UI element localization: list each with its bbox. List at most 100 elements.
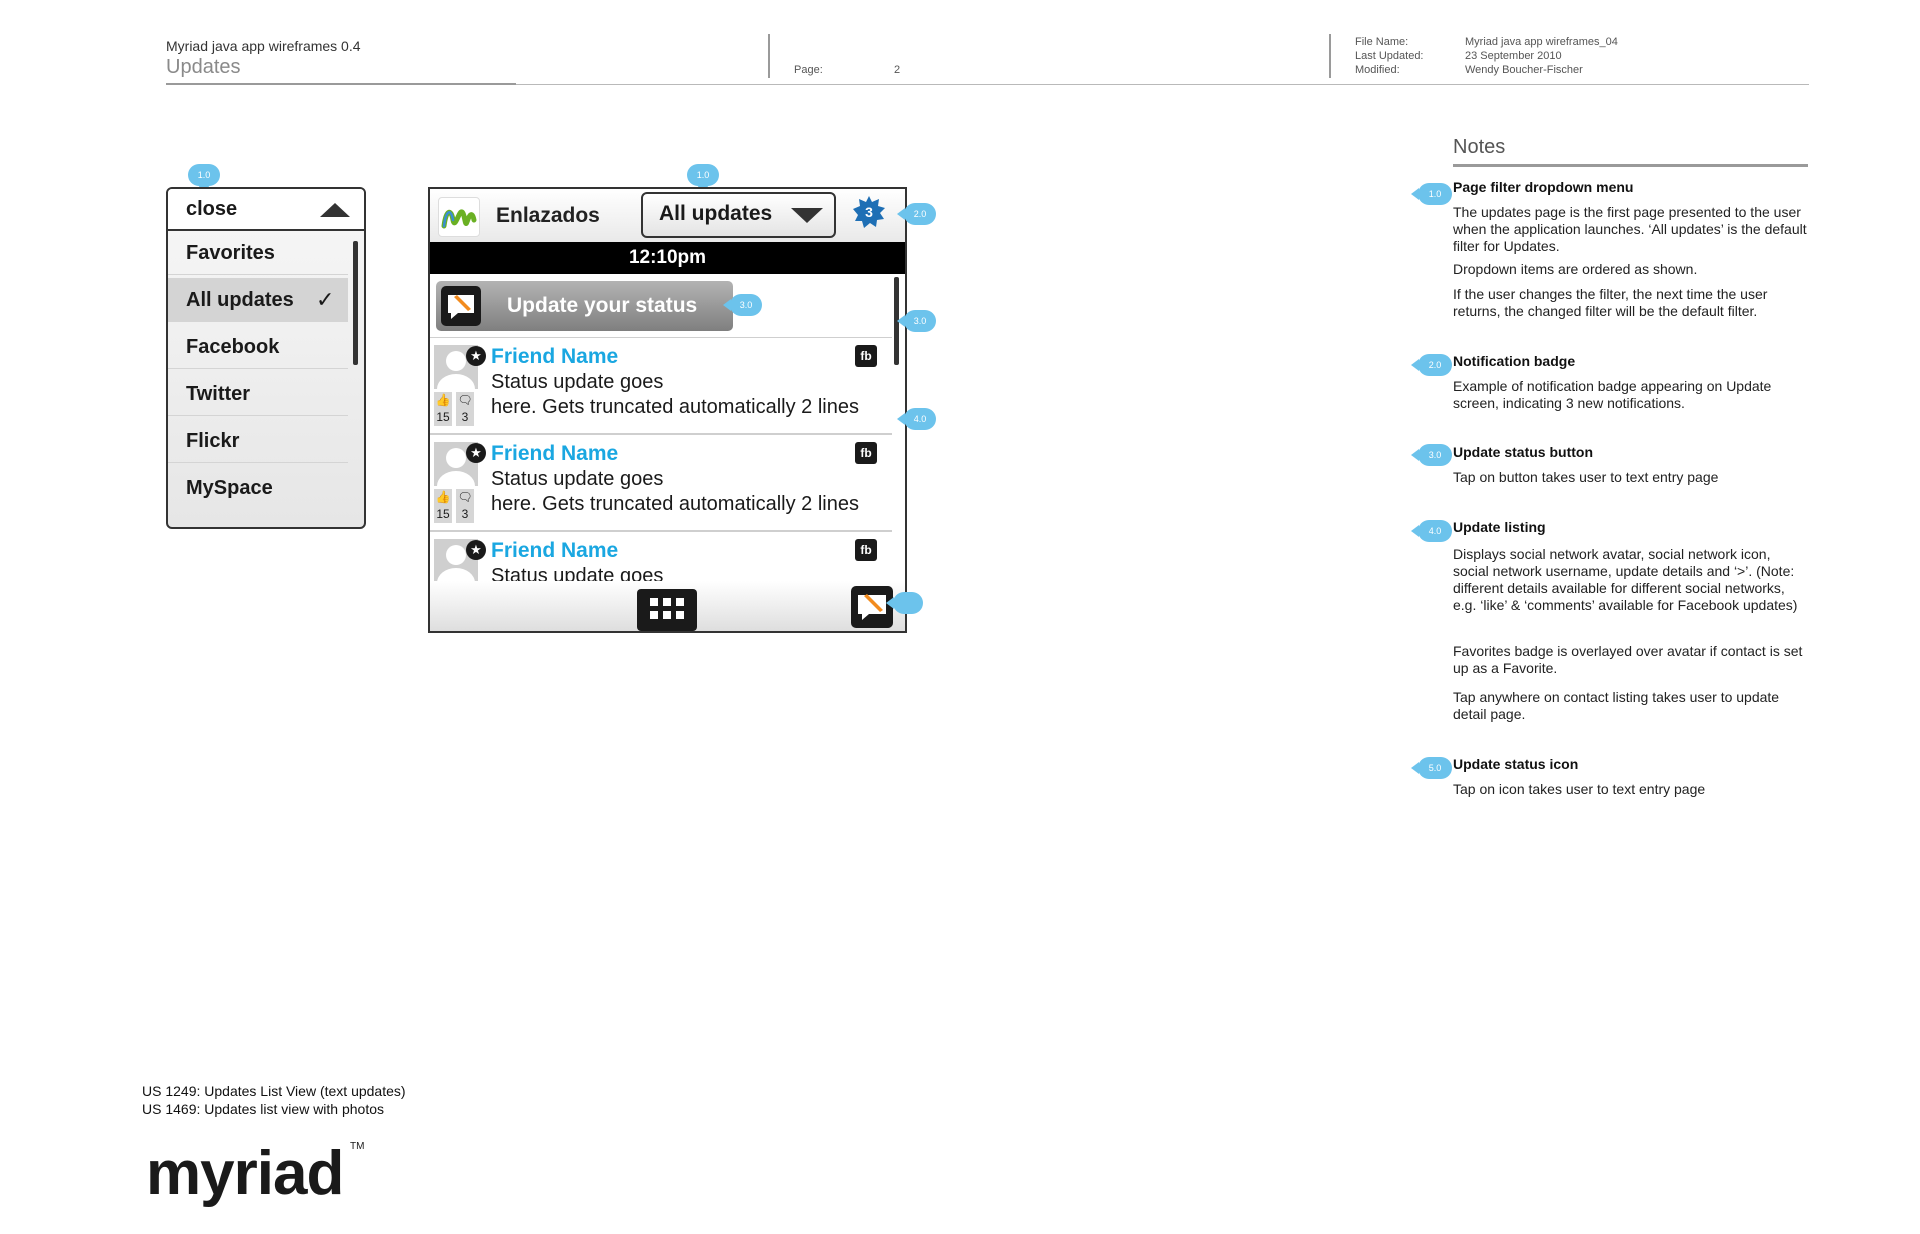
callout-marker: 1.0 xyxy=(188,164,220,193)
header-rule xyxy=(166,84,1809,85)
update-list-item[interactable]: ★ 👍 15 🗨 3 Friend Name Status update goe… xyxy=(430,435,892,532)
facebook-icon: fb xyxy=(855,442,877,464)
movistar-logo-icon xyxy=(438,197,480,237)
like-count[interactable]: 👍 15 xyxy=(434,392,452,426)
modified-label: Modified: xyxy=(1355,64,1400,76)
friend-name: Friend Name xyxy=(491,442,619,465)
clock-bar: 12:10pm xyxy=(430,242,905,274)
update-status-row: Update your status xyxy=(430,274,892,338)
callout-marker: 3.0 xyxy=(723,294,762,316)
file-name-value: Myriad java app wireframes_04 xyxy=(1465,36,1618,48)
star-icon: ★ xyxy=(466,346,486,366)
dropdown-item-facebook[interactable]: Facebook xyxy=(168,325,348,369)
friend-name: Friend Name xyxy=(491,345,619,368)
last-updated-label: Last Updated: xyxy=(1355,50,1424,62)
note-marker: 3.0 xyxy=(1411,444,1452,466)
callout-marker: 3.0 xyxy=(897,310,936,332)
trademark-mark: TM xyxy=(350,1141,365,1152)
callout-marker xyxy=(886,592,923,614)
notes-rule xyxy=(1453,164,1808,167)
note-heading: Page filter dropdown menu xyxy=(1453,179,1634,195)
dropdown-item-label: Facebook xyxy=(186,336,280,358)
facebook-icon: fb xyxy=(855,539,877,561)
note-heading: Notification badge xyxy=(1453,353,1576,369)
note-text: Tap anywhere on contact listing takes us… xyxy=(1453,689,1780,722)
dropdown-item-myspace[interactable]: MySpace xyxy=(168,466,348,510)
dropdown-item-twitter[interactable]: Twitter xyxy=(168,372,348,416)
collapse-arrow-icon xyxy=(320,203,350,217)
dropdown-item-label: Twitter xyxy=(186,383,251,405)
bottom-bar xyxy=(430,581,905,631)
note-text: Example of notification badge appearing … xyxy=(1453,378,1772,411)
star-icon: ★ xyxy=(466,540,486,560)
document-section-title: Updates xyxy=(166,56,241,78)
page-label: Page: xyxy=(794,64,823,76)
status-line: Status update goes xyxy=(491,468,664,490)
note-heading: Update listing xyxy=(1453,519,1546,535)
note-text: If the user changes the filter, the next… xyxy=(1453,286,1768,319)
note-marker: 2.0 xyxy=(1411,354,1452,376)
note-text: Tap on button takes user to text entry p… xyxy=(1453,469,1719,485)
thumbs-up-icon: 👍 xyxy=(435,393,451,407)
last-updated-value: 23 September 2010 xyxy=(1465,50,1562,62)
header-rule-accent xyxy=(166,83,516,85)
thumbs-up-icon: 👍 xyxy=(435,490,451,504)
facebook-icon: fb xyxy=(855,345,877,367)
update-status-button[interactable]: Update your status xyxy=(436,281,733,331)
friend-name: Friend Name xyxy=(491,539,619,562)
note-heading: Update status button xyxy=(1453,444,1593,460)
user-story-reference: US 1249: Updates List View (text updates… xyxy=(142,1083,406,1099)
top-bar: Enlazados All updates 3 xyxy=(430,189,905,242)
document-project-title: Myriad java app wireframes 0.4 xyxy=(166,38,361,54)
status-line: Status update goes xyxy=(491,565,664,581)
chevron-down-icon xyxy=(791,208,823,223)
note-text: The updates page is the first page prese… xyxy=(1453,204,1807,254)
speech-bubble-pencil-icon[interactable] xyxy=(850,585,894,629)
dropdown-scrollbar[interactable] xyxy=(353,241,358,365)
comment-icon: 🗨 xyxy=(457,393,473,407)
note-text: Favorites badge is overlayed over avatar… xyxy=(1453,643,1803,676)
grid-menu-icon[interactable] xyxy=(637,589,697,631)
status-line: here. Gets truncated automatically 2 lin… xyxy=(491,396,859,418)
callout-marker: 1.0 xyxy=(687,164,719,193)
file-name-label: File Name: xyxy=(1355,36,1409,48)
filter-dropdown[interactable]: All updates xyxy=(641,192,836,238)
dropdown-close-button[interactable]: close xyxy=(168,189,364,231)
dropdown-item-favorites[interactable]: Favorites xyxy=(168,231,348,275)
myriad-logo: myriad xyxy=(146,1139,344,1208)
note-text: Dropdown items are ordered as shown. xyxy=(1453,261,1698,277)
comment-count[interactable]: 🗨 3 xyxy=(456,392,474,426)
status-text: Status update goes here. Gets truncated … xyxy=(491,370,891,420)
status-line: Status update goes xyxy=(491,371,664,393)
dropdown-item-label: Favorites xyxy=(186,242,275,264)
header-divider xyxy=(768,34,770,78)
dropdown-item-flickr[interactable]: Flickr xyxy=(168,419,348,463)
checkmark-icon: ✓ xyxy=(316,287,335,312)
like-count-value: 15 xyxy=(436,410,450,424)
status-text: Status update goes here. Gets truncated … xyxy=(491,467,891,517)
comment-count[interactable]: 🗨 3 xyxy=(456,489,474,523)
note-text: Displays social network avatar, social n… xyxy=(1453,546,1798,613)
note-marker: 5.0 xyxy=(1411,757,1452,779)
filter-dropdown-value: All updates xyxy=(659,202,773,225)
callout-marker: 4.0 xyxy=(897,408,936,430)
notification-badge[interactable]: 3 xyxy=(852,195,886,229)
update-list-item[interactable]: ★ Friend Name Status update goes fb xyxy=(430,532,892,581)
update-list-item[interactable]: ★ 👍 15 🗨 3 Friend Name Status update goe… xyxy=(430,338,892,435)
note-marker: 1.0 xyxy=(1411,183,1452,205)
user-story-reference: US 1469: Updates list view with photos xyxy=(142,1101,385,1117)
status-text: Status update goes xyxy=(491,564,891,581)
update-status-label: Update your status xyxy=(507,294,698,317)
dropdown-item-label: Flickr xyxy=(186,430,240,452)
dropdown-item-label: MySpace xyxy=(186,477,273,499)
list-scrollbar[interactable] xyxy=(894,277,899,365)
notes-title: Notes xyxy=(1453,136,1506,158)
note-marker: 4.0 xyxy=(1411,520,1452,542)
dropdown-item-all-updates[interactable]: All updates✓ xyxy=(168,278,348,322)
app-name: Enlazados xyxy=(496,204,600,227)
like-count[interactable]: 👍 15 xyxy=(434,489,452,523)
header-divider xyxy=(1329,34,1331,78)
speech-bubble-pencil-icon xyxy=(440,285,482,327)
comment-count-value: 3 xyxy=(461,410,469,424)
comment-count-value: 3 xyxy=(461,507,469,521)
